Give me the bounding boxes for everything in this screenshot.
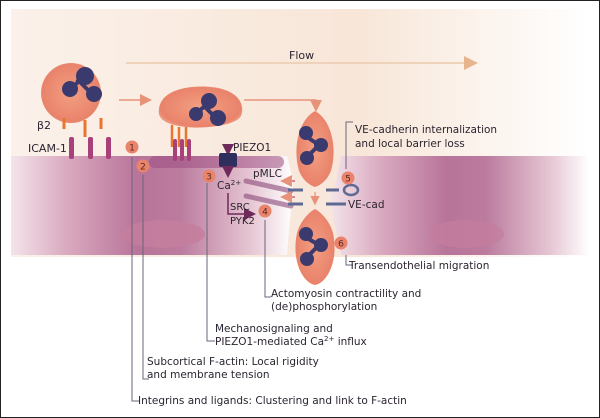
endothelial-nucleus-right [428,220,504,248]
calcium-label: Ca2+ [217,179,241,192]
step-6-text: Transendothelial migration [348,260,489,272]
svg-text:1: 1 [129,144,135,154]
ve-cadherin-junction [288,188,346,206]
leukocyte-nucleus [62,67,102,102]
icam1-label: ICAM-1 [28,142,67,155]
step-5-text-line-2: and local barrier loss [355,138,465,150]
step-1-text: Integrins and ligands: Clustering and li… [138,395,407,407]
leader-lines [131,121,353,402]
step-badge-2: 2 [136,159,150,173]
step-2-text-line-2: and membrane tension [147,369,270,381]
endothelium [11,156,589,255]
step-badge-3: 3 [202,169,216,183]
step-badge-4: 4 [258,204,272,218]
svg-text:6: 6 [338,240,344,250]
clustered-icam1 [173,139,191,161]
clustered-integrins [170,125,188,147]
internalized-ve-cadherin [342,183,360,197]
step-badge-5: 5 [341,171,355,185]
endothelial-nucleus-left [121,220,205,248]
vecad-label: VE-cad [348,199,384,211]
step-4-text-line-1: Actomyosin contractility and [271,288,421,300]
icam1-molecules [69,137,111,159]
svg-text:4: 4 [262,208,268,218]
leukocyte-rolling [41,63,103,137]
leukocyte-transmigrating [295,111,335,285]
endothelial-cell-right [330,156,589,255]
svg-text:5: 5 [345,175,351,185]
step-badge-1: 1 [125,140,139,154]
step-3-text-line-2: PIEZO1-mediated Ca2+ influx [215,335,367,348]
stress-fibers [243,178,294,209]
step-2-text-line-1: Subcortical F-actin: Local rigidity [147,356,319,368]
piezo1-channel [219,153,237,167]
beta2-integrins [62,118,103,137]
leukocyte-nucleus [189,93,226,126]
src-label: SRC [230,202,250,213]
step-badges: 1 2 3 4 5 6 [125,140,355,250]
svg-text:2: 2 [140,163,146,173]
flow-arrow-head [464,56,478,70]
src-pyk2-arrow [227,193,256,220]
leukocyte-body [158,86,243,128]
step-4-text-line-2: (de)phosphorylation [271,301,377,313]
flow-label: Flow [289,49,314,62]
migration-arrow-2 [244,99,322,112]
endothelial-cell-left [11,156,293,255]
pmlc-label: pMLC [253,168,282,180]
leukocyte-nucleus-upper [299,126,328,165]
leukocyte-adhered [158,86,243,161]
step-badge-6: 6 [334,236,348,250]
subcortical-f-actin [149,156,284,168]
pyk2-label: PYK2 [230,216,255,227]
svg-text:3: 3 [206,173,212,183]
beta2-label: β2 [37,119,51,132]
step-5-text-line-1: VE-cadherin internalization [355,124,497,136]
step-3-text-line-1: Mechanosignaling and [215,323,333,335]
leukocyte-nucleus-lower [299,227,328,266]
piezo1-label: PIEZO1 [233,142,271,154]
